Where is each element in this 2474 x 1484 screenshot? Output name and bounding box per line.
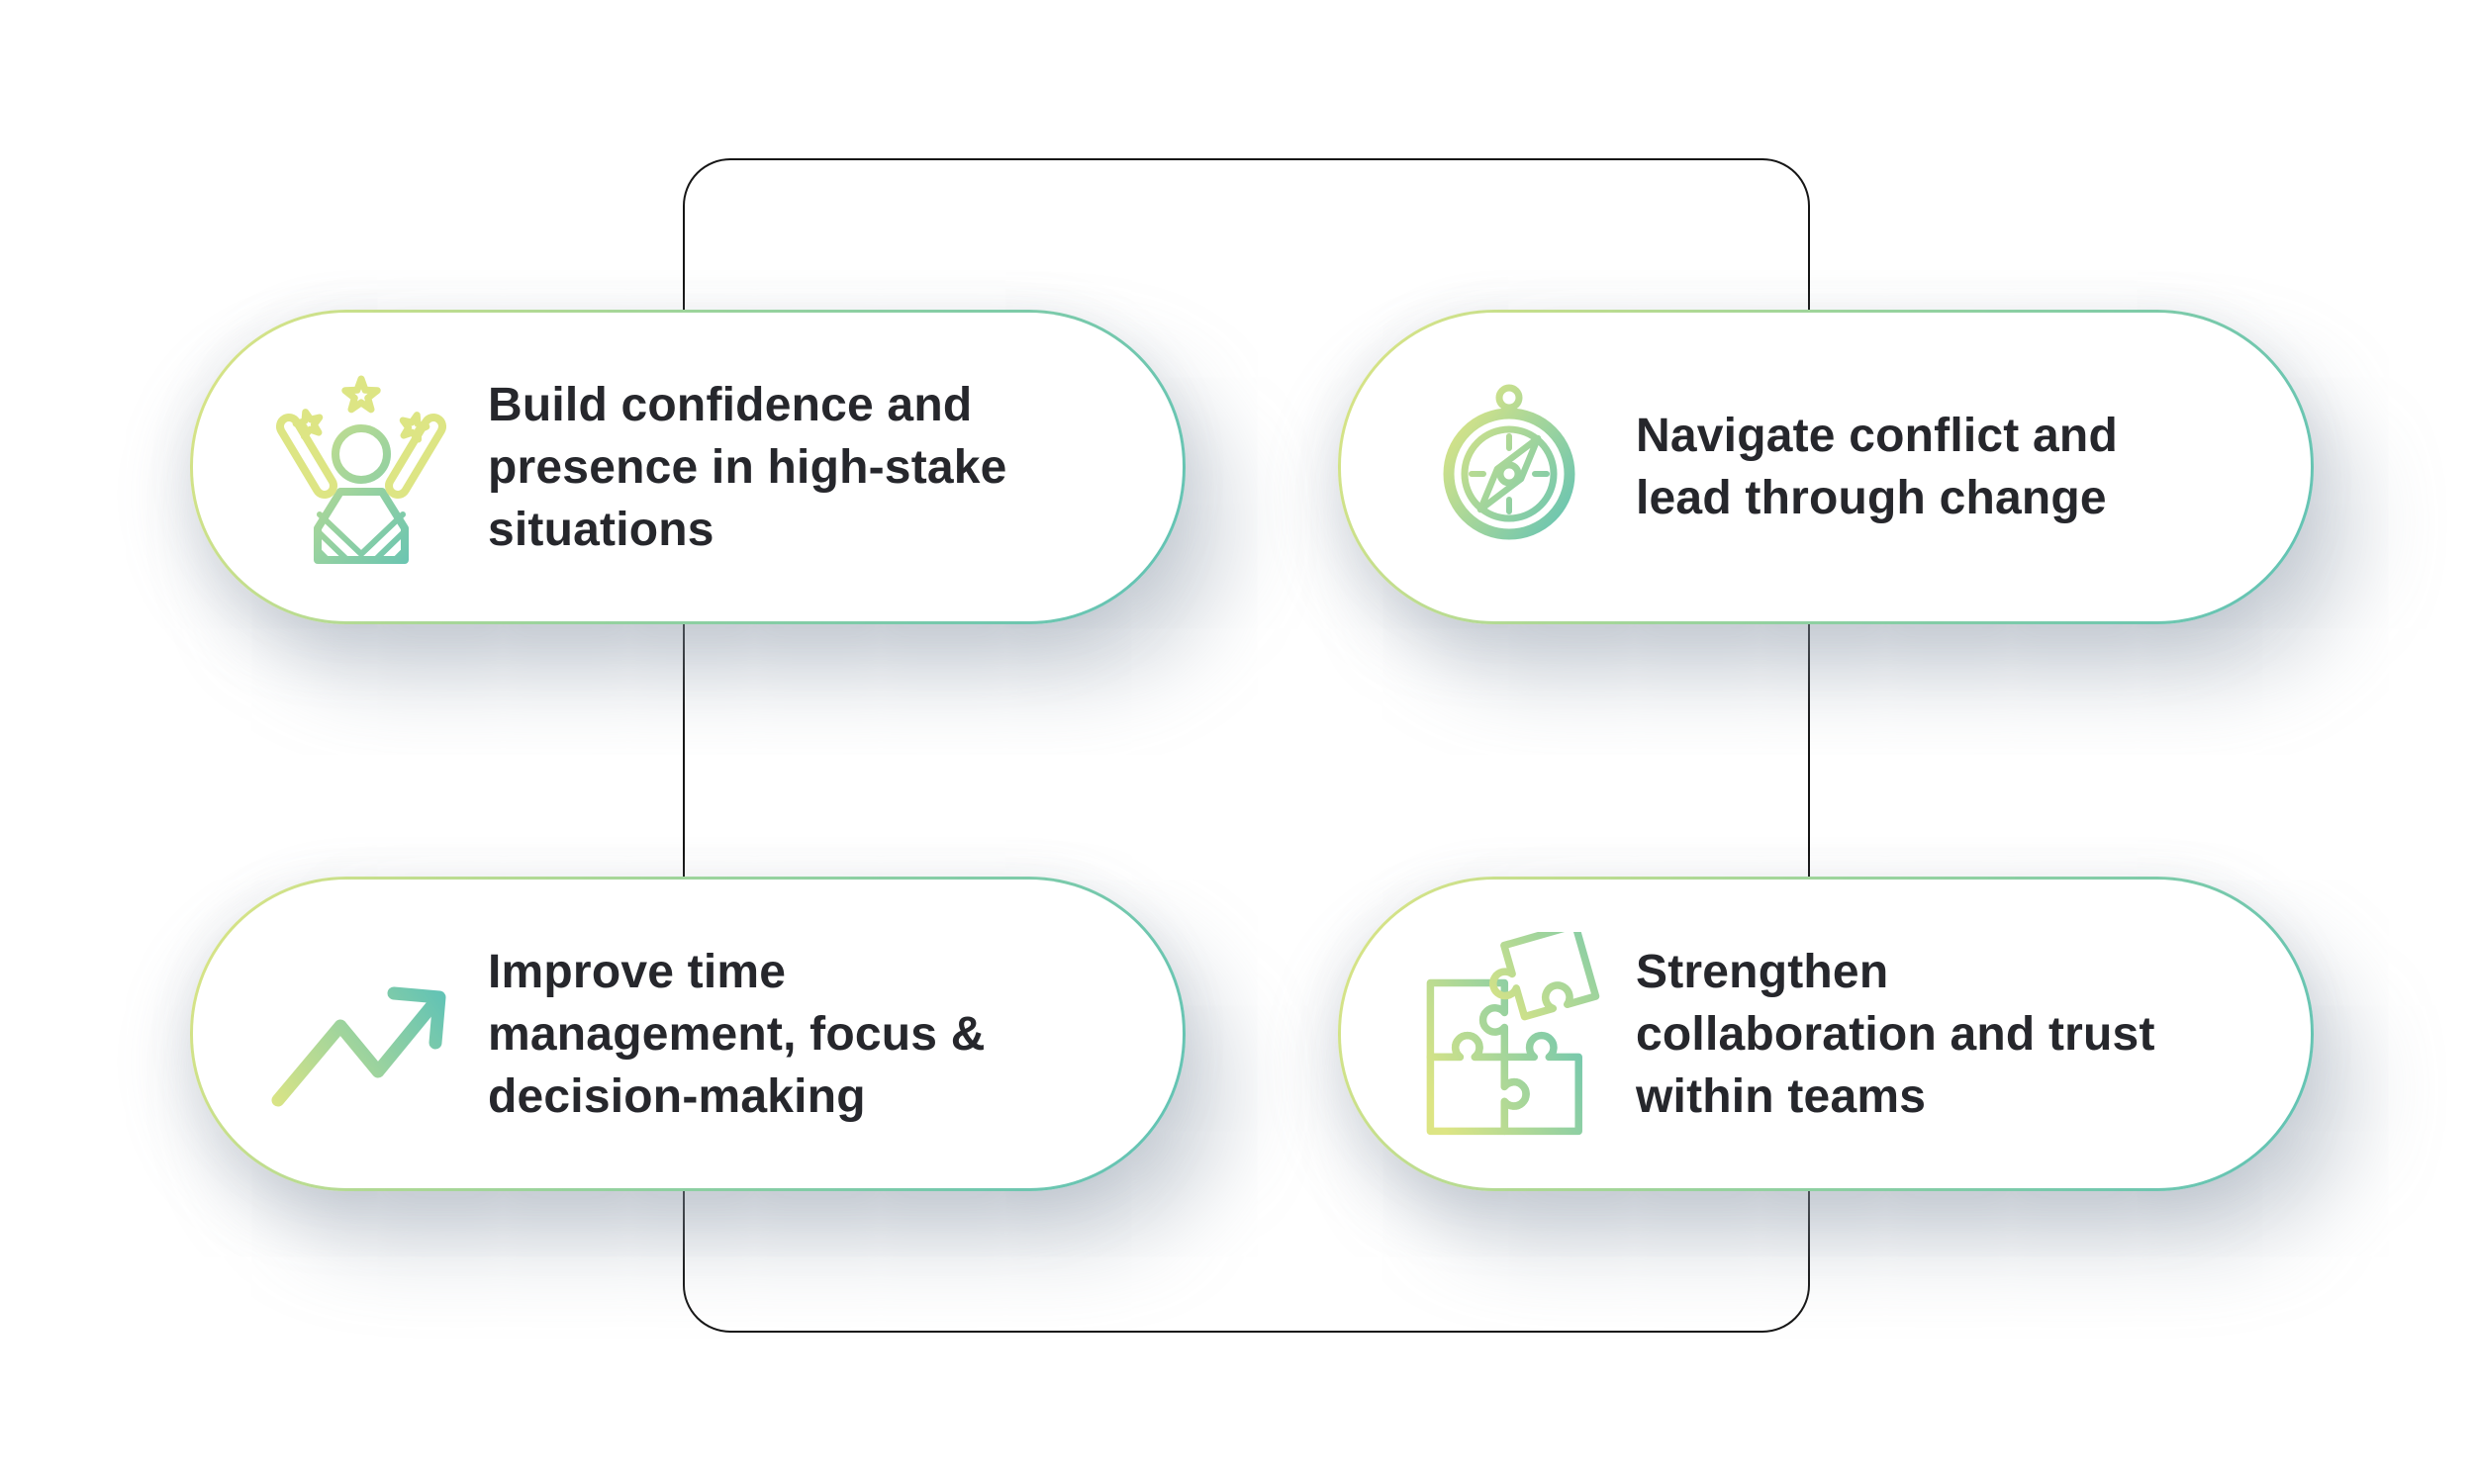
puzzle-pieces-icon xyxy=(1426,932,1600,1136)
text-line: collaboration and trust xyxy=(1636,1007,2155,1061)
card-label: Navigate conflict and lead through chang… xyxy=(1636,405,2118,529)
card-label: Build confidence and presence in high-st… xyxy=(488,374,1007,561)
card-collaboration: Strengthen collaboration and trust withi… xyxy=(1338,877,2314,1191)
card-label: Improve time management, focus & decisio… xyxy=(488,941,986,1128)
card-label: Strengthen collaboration and trust withi… xyxy=(1636,941,2155,1128)
compass-icon xyxy=(1443,384,1575,540)
text-line: lead through change xyxy=(1636,472,2107,524)
text-line: management, focus & xyxy=(488,1007,986,1061)
text-line: Build confidence and xyxy=(488,378,973,431)
card-navigate-conflict: Navigate conflict and lead through chang… xyxy=(1338,310,2314,624)
celebration-person-icon xyxy=(275,375,447,564)
text-line: situations xyxy=(488,503,714,556)
card-time-management: Improve time management, focus & decisio… xyxy=(190,877,1186,1191)
text-line: Strengthen xyxy=(1636,945,1889,998)
text-line: presence in high-stake xyxy=(488,440,1007,494)
text-line: Improve time xyxy=(488,945,787,998)
text-line: within teams xyxy=(1636,1069,1927,1123)
card-build-confidence: Build confidence and presence in high-st… xyxy=(190,310,1186,624)
text-line: Navigate conflict and xyxy=(1636,410,2118,462)
connector-frame xyxy=(683,158,1810,1333)
trending-up-arrow-icon xyxy=(271,986,446,1107)
text-line: decision-making xyxy=(488,1069,866,1123)
